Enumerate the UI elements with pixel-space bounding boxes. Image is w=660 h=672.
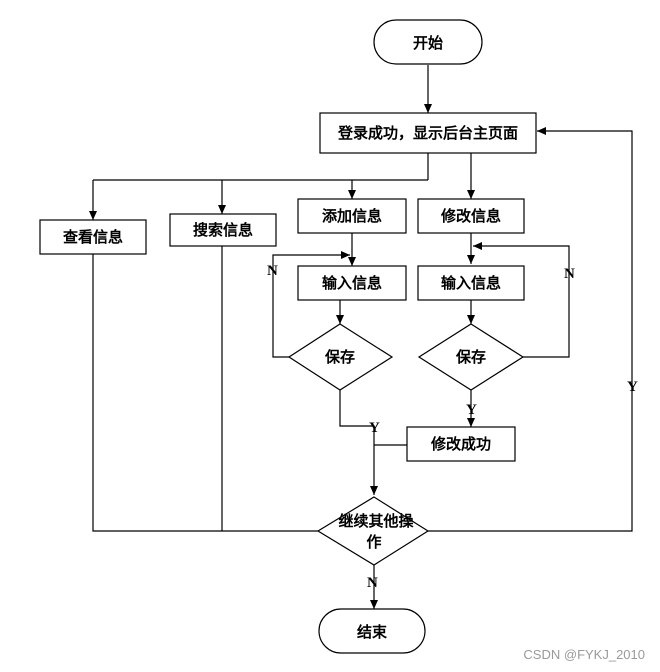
node-login: 登录成功，显示后台主页面 [319, 112, 537, 154]
node-search: 搜索信息 [169, 213, 277, 247]
modify-success-box [406, 426, 516, 462]
input-modify-label: 输入信息 [441, 274, 501, 292]
edge-save-add-yes [339, 390, 378, 495]
node-input-modify: 输入信息 [417, 265, 525, 301]
node-start: 开始 [373, 19, 483, 65]
modify-box [417, 198, 525, 234]
node-save-add: 保存 [287, 323, 394, 391]
modify-label: 修改信息 [440, 207, 501, 225]
continue-decision [316, 496, 430, 566]
continue-no-label: N [367, 575, 378, 591]
node-input-add: 输入信息 [297, 265, 407, 301]
view-label: 查看信息 [63, 228, 123, 246]
node-view: 查看信息 [39, 219, 147, 255]
save-add-decision [287, 323, 394, 391]
input-add-box [297, 265, 407, 301]
node-modify: 修改信息 [417, 198, 525, 234]
save-modify-decision [417, 323, 525, 391]
search-label: 搜索信息 [193, 221, 253, 239]
input-add-label: 输入信息 [322, 274, 382, 292]
edge-save-add-no [272, 251, 350, 358]
login-box [319, 112, 537, 154]
add-box [297, 198, 407, 234]
node-modify-success: 修改成功 [406, 426, 516, 462]
edge-continue-yes [428, 127, 633, 532]
continue-yes-label: Y [627, 379, 638, 395]
node-continue: 继续其他操 作 [316, 496, 430, 566]
save-modify-label: 保存 [455, 348, 486, 366]
add-yes-label: Y [369, 420, 380, 436]
end-label: 结束 [357, 623, 388, 641]
edge-view-continue [92, 254, 318, 532]
edge-save-modify-no [473, 242, 570, 358]
add-no-label: N [267, 263, 278, 279]
view-box [39, 219, 147, 255]
watermark-text: CSDN @FYKJ_2010 [523, 647, 645, 662]
add-label: 添加信息 [322, 207, 382, 225]
node-add: 添加信息 [297, 198, 407, 234]
modify-yes-label: Y [466, 402, 477, 418]
login-label: 登录成功，显示后台主页面 [337, 124, 518, 142]
end-terminal [318, 608, 426, 654]
modify-success-label: 修改成功 [430, 435, 491, 453]
search-box [169, 213, 277, 247]
start-label: 开始 [413, 34, 443, 52]
node-save-modify: 保存 [417, 323, 525, 391]
start-terminal [373, 19, 483, 65]
node-end: 结束 [318, 608, 426, 654]
save-add-label: 保存 [324, 348, 355, 366]
continue-label-line2: 作 [366, 533, 381, 551]
input-modify-box [417, 265, 525, 301]
continue-label-line1: 继续其他操 [338, 512, 414, 530]
connectors [89, 65, 633, 609]
modify-no-label: N [564, 266, 575, 282]
